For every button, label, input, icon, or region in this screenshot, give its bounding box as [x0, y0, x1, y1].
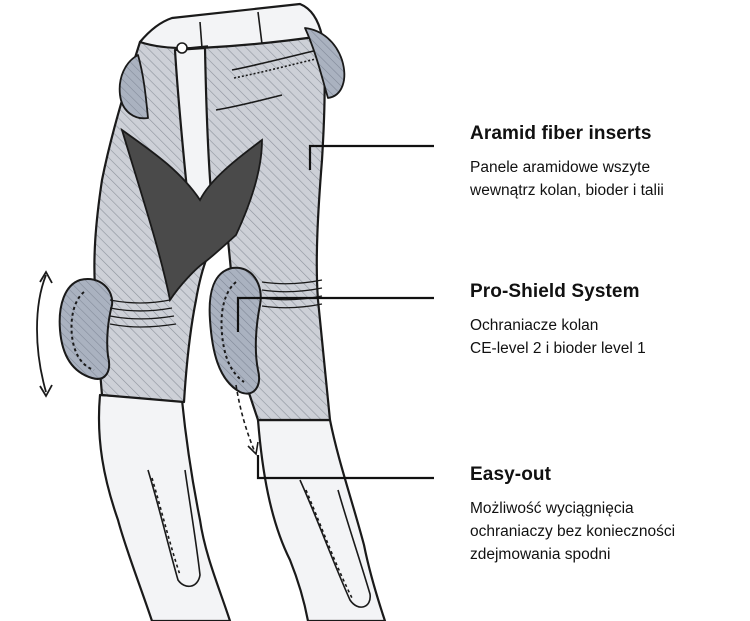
callout-aramid: Aramid fiber inserts Panele aramidowe ws…	[470, 122, 745, 202]
aramid-insert-dark	[120, 127, 263, 303]
callout-pro-shield: Pro-Shield System Ochraniacze kolan CE-l…	[470, 280, 745, 360]
knee-ribbing	[109, 279, 323, 328]
leader-line-easyout	[256, 455, 434, 480]
knee-pads	[58, 266, 262, 395]
leader-line-shield	[236, 296, 434, 332]
callout-title-easy-out: Easy-out	[470, 464, 552, 485]
callout-text-aramid: Panele aramidowe wszyte wewnątrz kolan, …	[470, 159, 664, 199]
lower-legs	[97, 393, 387, 621]
leader-lines	[236, 144, 434, 480]
callout-easy-out: Easy-out Możliwość wyciągnięcia ochrania…	[470, 463, 745, 566]
adjust-arrow-icon	[36, 270, 53, 398]
removal-arrow-icon	[235, 384, 259, 456]
callout-title-aramid: Aramid fiber inserts	[470, 123, 652, 144]
callout-text-pro-shield: Ochraniacze kolan CE-level 2 i bioder le…	[470, 317, 646, 357]
callout-text-easy-out: Możliwość wyciągnięcia ochraniaczy bez k…	[470, 500, 676, 563]
callout-title-pro-shield: Pro-Shield System	[470, 281, 640, 302]
leader-line-aramid	[308, 144, 434, 170]
waist-details	[176, 11, 321, 111]
hip-pads	[118, 27, 346, 120]
lower-leg-seams	[147, 469, 371, 608]
